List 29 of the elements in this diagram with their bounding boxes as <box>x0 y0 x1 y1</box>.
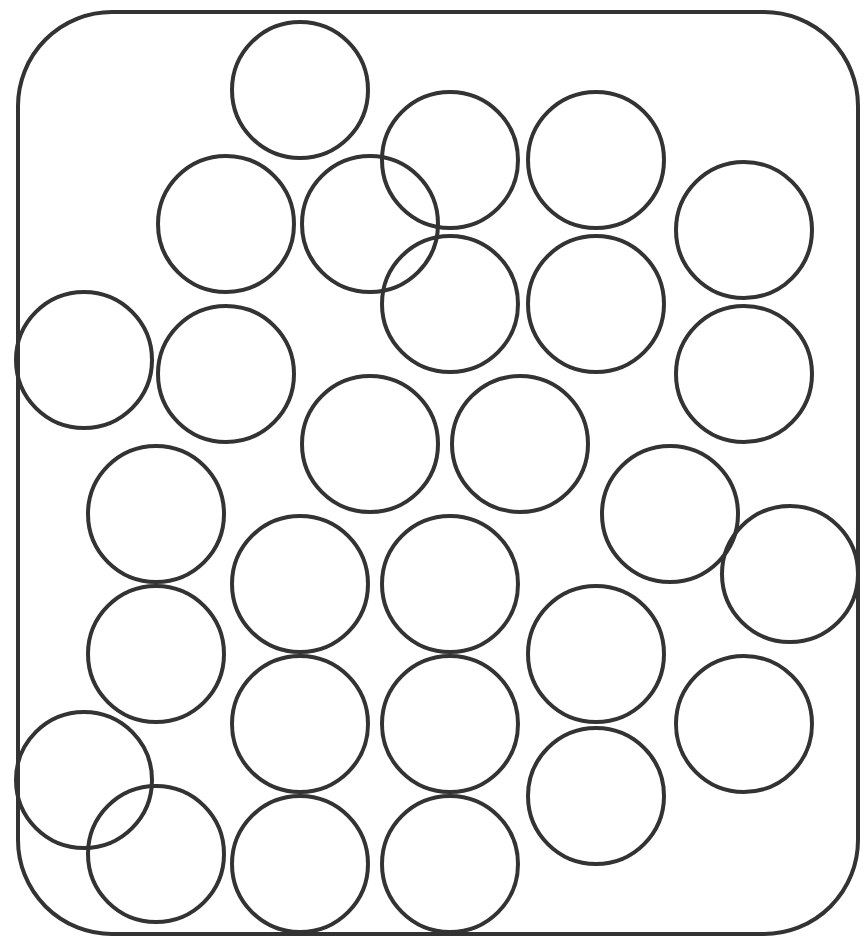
circle <box>300 154 440 294</box>
circle <box>230 20 370 160</box>
circle <box>380 90 520 230</box>
container-outline <box>16 10 860 936</box>
circle <box>86 584 226 724</box>
circle <box>156 154 296 294</box>
circle <box>380 514 520 654</box>
circle <box>300 374 440 514</box>
circle <box>380 234 520 374</box>
circle <box>230 794 370 934</box>
circle <box>86 784 226 924</box>
circle <box>720 504 860 644</box>
circle <box>86 444 226 584</box>
circle <box>600 444 740 584</box>
circle <box>674 654 814 794</box>
circle <box>526 234 666 374</box>
circle <box>380 654 520 794</box>
circle <box>230 514 370 654</box>
circle <box>674 304 814 444</box>
circle <box>674 160 814 300</box>
circle <box>526 584 666 724</box>
circle <box>450 374 590 514</box>
circle <box>14 290 154 430</box>
circle <box>380 794 520 934</box>
circle <box>526 90 666 230</box>
circle <box>526 726 666 866</box>
circle <box>14 710 154 850</box>
circle <box>230 654 370 794</box>
circle <box>156 304 296 444</box>
